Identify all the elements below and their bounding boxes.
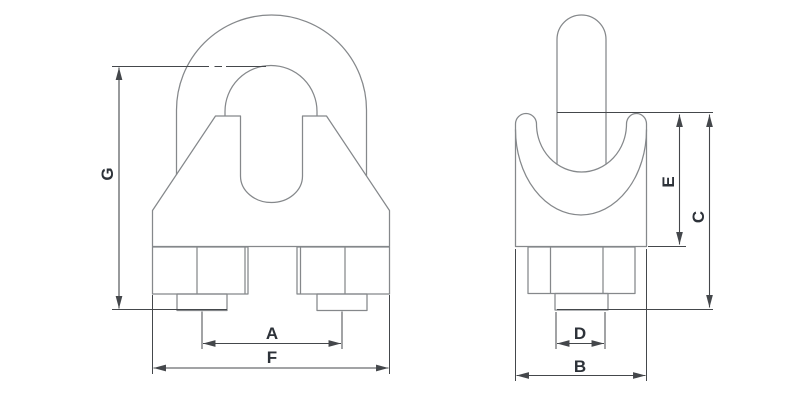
front-view: G A F bbox=[98, 14, 391, 374]
dimension-E: E bbox=[659, 114, 683, 245]
dimension-A: A bbox=[201, 311, 343, 349]
nut-left bbox=[151, 246, 249, 295]
dimension-C: C bbox=[689, 114, 713, 308]
dim-label-B: B bbox=[574, 357, 586, 376]
saddle-outer-crescent bbox=[514, 129, 648, 216]
dim-label-F: F bbox=[267, 348, 277, 367]
u-bolt-inner-outline bbox=[224, 64, 318, 116]
dimension-G: G bbox=[98, 66, 266, 310]
dim-label-A: A bbox=[266, 324, 278, 343]
bolt-end-side bbox=[554, 292, 609, 311]
stud-outline bbox=[556, 14, 607, 164]
dim-label-C: C bbox=[689, 211, 708, 223]
saddle-side-outline bbox=[514, 112, 648, 248]
dimension-B: B bbox=[515, 249, 647, 381]
dim-label-E: E bbox=[659, 176, 678, 187]
nut-side bbox=[527, 246, 636, 295]
dim-label-G: G bbox=[98, 167, 117, 180]
bolt-end-left bbox=[176, 293, 228, 312]
dim-label-D: D bbox=[574, 324, 586, 343]
nut-right bbox=[296, 246, 391, 295]
bolt-end-right bbox=[316, 293, 368, 312]
side-view: E C D B bbox=[514, 14, 713, 381]
u-bolt-outer-outline bbox=[175, 14, 368, 176]
saddle-outline bbox=[151, 115, 391, 248]
dimension-F: F bbox=[152, 295, 390, 374]
dimension-D: D bbox=[555, 312, 606, 349]
